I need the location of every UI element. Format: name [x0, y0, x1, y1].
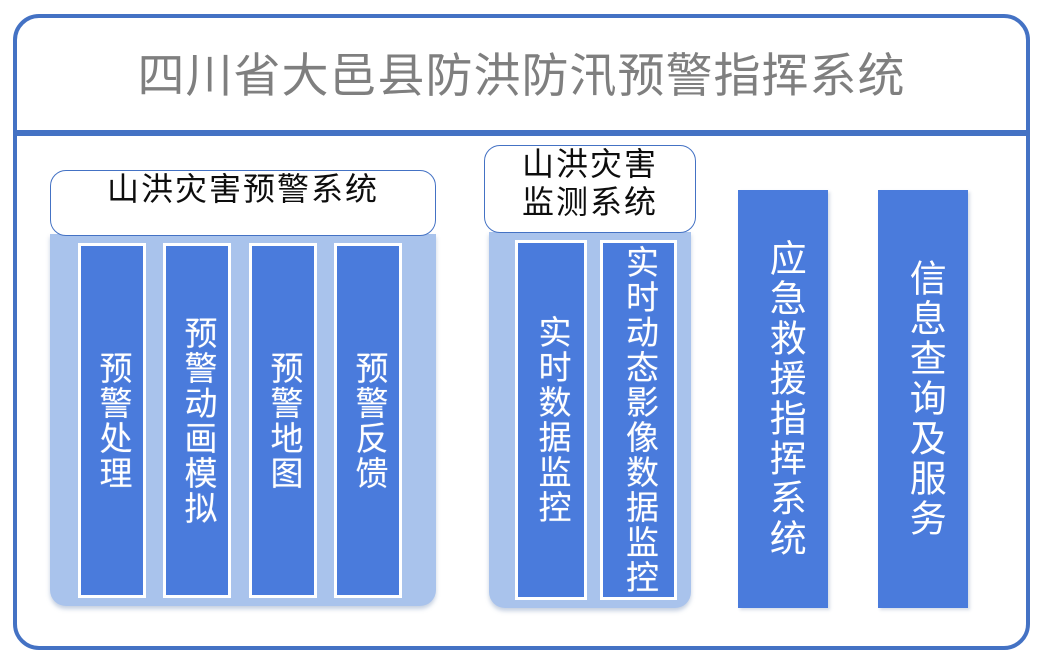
module-realtime-dynamic-image-data-monitoring[interactable]: 实时动态影像数据监控 — [600, 240, 677, 600]
module-realtime-data-monitoring[interactable]: 实时数据监控 — [515, 240, 587, 600]
module-warning-processing[interactable]: 预警处理 — [78, 243, 146, 598]
title-divider — [17, 130, 1026, 136]
module-label: 预警动画模拟 — [178, 315, 215, 526]
module-label: 预警处理 — [93, 350, 130, 491]
module-label: 信息查询及服务 — [903, 259, 945, 539]
module-label: 应急救援指挥系统 — [763, 239, 805, 559]
panel-header-monitoring-system: 山洪灾害 监测系统 — [484, 145, 696, 233]
outer-frame — [13, 14, 1030, 650]
module-warning-feedback[interactable]: 预警反馈 — [334, 243, 402, 598]
panel-title-monitoring-system: 山洪灾害 监测系统 — [521, 146, 658, 220]
module-warning-map[interactable]: 预警地图 — [249, 243, 317, 598]
module-information-query-and-service[interactable]: 信息查询及服务 — [878, 190, 968, 608]
panel-header-warning-system: 山洪灾害预警系统 — [50, 170, 436, 236]
module-warning-animation-simulation[interactable]: 预警动画模拟 — [163, 243, 231, 598]
module-label: 预警地图 — [264, 350, 301, 491]
module-label: 实时数据监控 — [532, 315, 569, 525]
module-emergency-rescue-command-system[interactable]: 应急救援指挥系统 — [738, 190, 828, 608]
panel-title-warning-system: 山洪灾害预警系统 — [106, 171, 379, 207]
module-label: 预警反馈 — [349, 350, 386, 491]
module-label: 实时动态影像数据监控 — [620, 245, 657, 595]
